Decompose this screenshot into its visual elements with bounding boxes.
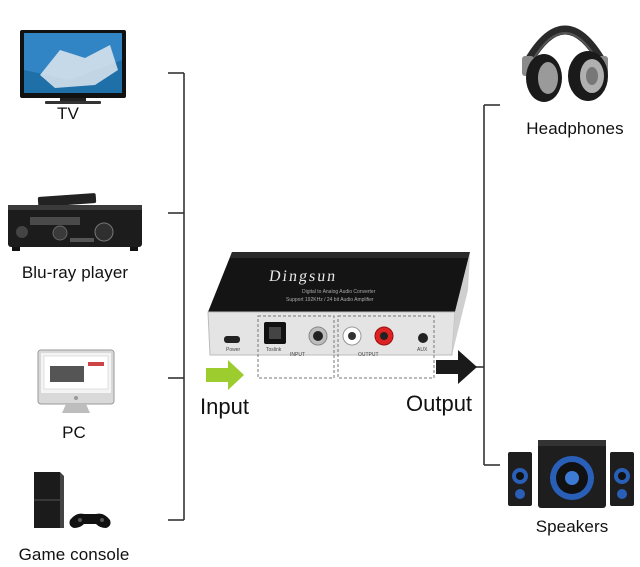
- device-subtitle-line2: Support 192KHz / 24 bit Audio Amplifier: [286, 297, 374, 303]
- aux-port-label: AUX: [417, 347, 428, 353]
- tv-label: TV: [57, 104, 79, 123]
- pc-label: PC: [62, 423, 86, 442]
- output-ports-label: OUTPUT: [358, 352, 379, 358]
- power-port-label: Power: [226, 347, 241, 353]
- headphones-icon: [522, 25, 608, 102]
- converter-device: [207, 252, 470, 379]
- device-brand: Dingsun: [268, 268, 339, 285]
- output-arrow: [436, 350, 477, 384]
- input-ports-label: INPUT: [290, 352, 305, 358]
- bluray-player-label: Blu-ray player: [21, 263, 129, 282]
- output-label: Output: [406, 391, 473, 416]
- input-arrow: [206, 360, 244, 390]
- speakers-icon: [508, 440, 634, 508]
- speakers-label: Speakers: [535, 517, 609, 536]
- toslink-port-label: Toslink: [266, 347, 282, 353]
- device-subtitle-line1: Digital to Analog Audio Converter: [302, 289, 376, 295]
- tv-icon: [20, 30, 126, 104]
- input-label: Input: [200, 394, 249, 419]
- bluray-player-icon: [8, 193, 142, 251]
- game-console-label: Game console: [18, 545, 130, 564]
- headphones-label: Headphones: [526, 119, 624, 138]
- right-bracket: [476, 104, 500, 466]
- left-bracket: [168, 72, 185, 521]
- game-console-icon: [34, 472, 111, 528]
- pc-icon: [37, 349, 115, 413]
